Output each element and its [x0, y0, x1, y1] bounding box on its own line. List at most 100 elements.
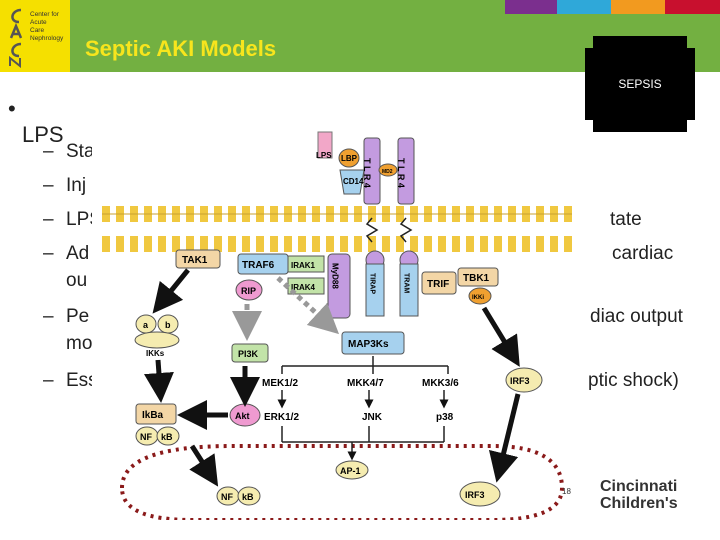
- tlr4-tm-left: [365, 217, 379, 243]
- dash-icon: –: [43, 141, 54, 162]
- p38-label: p38: [436, 412, 454, 423]
- dash-icon: –: [43, 306, 54, 327]
- logo-line: Acute: [30, 19, 47, 26]
- sub-bullet-left: Pe: [66, 306, 90, 327]
- sepsis-badge: SEPSIS: [585, 36, 695, 132]
- tbk1-box: [457, 267, 499, 287]
- ikki-node: [468, 287, 492, 305]
- arrows: [143, 268, 521, 487]
- arrow-traf6-map3ks: [276, 276, 340, 335]
- myd88-label: MyD88: [331, 263, 340, 289]
- sub-bullet-right: cardiac: [612, 243, 674, 264]
- map3ks-label: MAP3Ks: [348, 339, 389, 350]
- tirap-box: [365, 263, 385, 317]
- page-number: 18: [562, 487, 571, 496]
- map3ks-box: [341, 331, 405, 355]
- color-bar-blue: [557, 0, 611, 14]
- tlr4-right: [397, 137, 415, 205]
- trif-box: [421, 271, 457, 295]
- irf3-label-cyto: IRF3: [510, 376, 530, 386]
- irak4-label: IRAK4: [291, 283, 316, 292]
- trif-label: TRIF: [427, 279, 449, 290]
- akt-label: Akt: [235, 411, 250, 421]
- tlr4-left-label: T L R 4: [362, 158, 372, 188]
- sub-bullet-left: Ess: [66, 370, 98, 391]
- lbp-label: LBP: [341, 154, 358, 163]
- mapk-tree: [277, 356, 449, 461]
- nucleus-boundary: [119, 444, 565, 520]
- dash-icon: –: [43, 243, 54, 264]
- brand-line-2: Children's: [600, 495, 678, 512]
- logo: Center for Acute Care Nephrology: [0, 0, 70, 72]
- dash-icon: –: [43, 175, 54, 196]
- bullet-main-label: LPS: [22, 122, 64, 147]
- tak1-box: [175, 249, 221, 269]
- ikki-label: IKKi: [472, 295, 484, 301]
- sub-bullet-left: mo: [66, 333, 93, 354]
- irak1-box: [287, 255, 325, 273]
- ikba-box: [135, 403, 177, 425]
- membrane: [102, 206, 572, 252]
- ikk-base-node: [134, 331, 180, 349]
- arrow-tak1-ikk: [152, 268, 190, 314]
- ikba-label: IkBa: [142, 410, 164, 421]
- bullet-main: • LPS: [8, 96, 64, 148]
- lps-label: LPS: [316, 151, 332, 160]
- sub-bullet-left: Sta: [66, 141, 95, 162]
- cd14-node: [339, 169, 365, 195]
- color-bar-red: [665, 0, 720, 14]
- irf3-label-nuc: IRF3: [465, 490, 485, 500]
- ikk-b-label: b: [165, 320, 171, 330]
- tram-box: [399, 263, 419, 317]
- jnk-label: JNK: [362, 412, 383, 423]
- tram-label: TRAM: [403, 273, 410, 293]
- irf3-node-nuc: [459, 481, 501, 507]
- tlr4-right-label: T L R 4: [396, 158, 406, 188]
- dash-icon: –: [43, 209, 54, 230]
- arrow-irf3-nucleus: [488, 393, 521, 483]
- sepsis-badge-label: SEPSIS: [618, 77, 661, 91]
- kb-label-cyto: kB: [161, 432, 173, 442]
- nf-label-cyto: NF: [140, 432, 152, 442]
- erk12-label: ERK1/2: [264, 412, 299, 423]
- sub-bullet-right: ptic shock): [588, 370, 679, 391]
- logo-line: Care: [30, 27, 45, 34]
- logo-line: Nephrology: [30, 35, 64, 42]
- rip-node: [235, 279, 263, 301]
- kb-node-nuc: [237, 486, 261, 506]
- logo-line: Center for: [30, 11, 59, 18]
- grey-arrows: [232, 276, 340, 341]
- lbp-node: [338, 148, 360, 168]
- bullet-dot-icon: •: [8, 96, 16, 121]
- ap1-label: AP-1: [340, 466, 361, 476]
- ikks-label: IKKs: [146, 349, 165, 358]
- kb-node-cyto: [156, 426, 180, 446]
- tlr4-pathway-diagram: LPS LBP CD14 T L R 4 MD2 T L R 4 TAK1 TR…: [92, 128, 582, 520]
- pi3k-label: PI3K: [238, 349, 259, 359]
- logo-mark-icon: [9, 8, 23, 68]
- dash-icon: –: [43, 370, 54, 391]
- arrow-nfkb-nucleus: [189, 444, 219, 487]
- sub-bullet-left: ou: [66, 270, 88, 291]
- ap1-node: [335, 460, 369, 480]
- mkk47-label: MKK4/7: [347, 378, 384, 389]
- slide-title: Septic AKI Models: [85, 36, 277, 61]
- brand-logo: Cincinnati Children's: [600, 478, 678, 512]
- arrow-tbk1-irf3: [481, 306, 520, 367]
- sub-bullet-right: tate: [610, 209, 642, 230]
- color-bar-purple: [505, 0, 557, 14]
- tak1-label: TAK1: [182, 255, 208, 266]
- cd14-label: CD14: [343, 177, 364, 186]
- rip-label: RIP: [241, 286, 256, 296]
- ikk-a-label: a: [143, 320, 149, 330]
- sub-bullet-left: Inj: [66, 175, 87, 196]
- sub-bullet-left: Ad: [66, 243, 90, 264]
- color-bar-orange: [611, 0, 665, 14]
- nf-label-nuc: NF: [221, 492, 233, 502]
- irak1-label: IRAK1: [291, 261, 316, 270]
- mkk36-label: MKK3/6: [422, 378, 459, 389]
- sub-bullet-right: diac output: [590, 306, 683, 327]
- tbk1-label: TBK1: [463, 273, 490, 284]
- pi3k-box: [231, 343, 269, 363]
- brand-line-1: Cincinnati: [600, 478, 678, 495]
